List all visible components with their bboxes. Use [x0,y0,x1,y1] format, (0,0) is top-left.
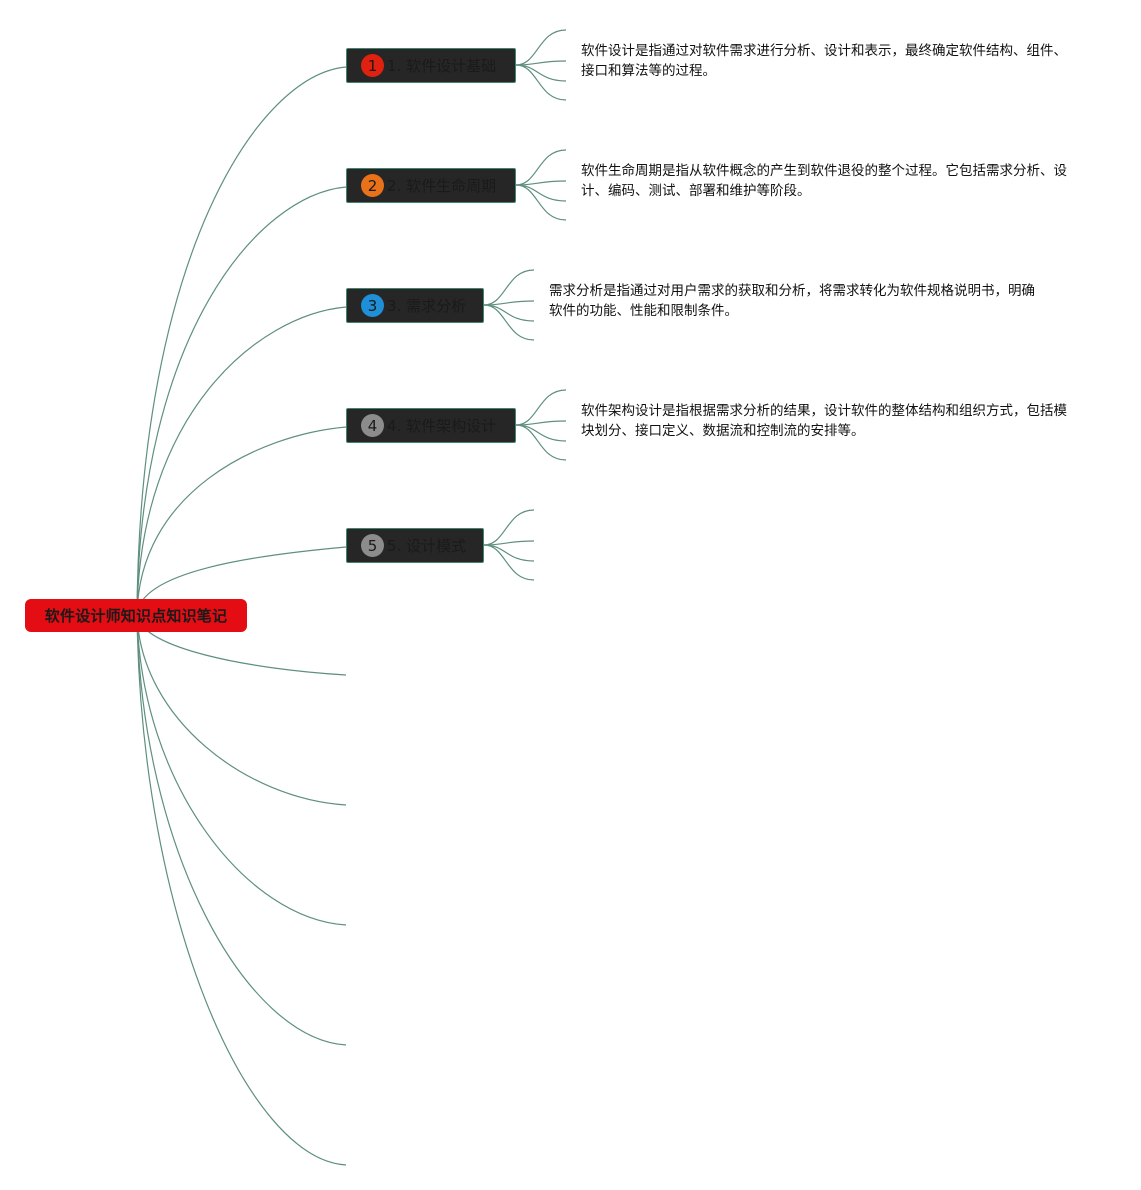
sub-branch-connector [483,304,535,322]
sub-branch-connector [515,149,567,186]
sub-branch-connector [515,29,567,66]
sub-branch-connector [515,184,567,221]
branch-connector [136,614,347,1166]
sub-branch-connector [515,64,567,82]
topic-label: 4. 软件架构设计 [387,417,497,435]
branch-connector [136,614,347,1046]
note-software-design-basics: 软件设计是指通过对软件需求进行分析、设计和表示，最终确定软件结构、组件、接口和算… [581,43,1067,79]
priority-4-icon: 4 [361,414,384,437]
topic-label: 5. 设计模式 [387,537,467,555]
sub-branch-connector [483,509,535,546]
sub-branch-connector [515,424,567,461]
topic-software-design-basics[interactable]: 1 1. 软件设计基础 [346,48,516,83]
branch-connector [136,306,347,616]
priority-5-icon: 5 [361,534,384,557]
branch-connector [136,614,347,806]
sub-branch-connector [515,389,567,426]
sub-branch-connector [515,424,567,442]
topic-software-lifecycle[interactable]: 2 2. 软件生命周期 [346,168,516,203]
note-requirements-analysis: 需求分析是指通过对用户需求的获取和分析，将需求转化为软件规格说明书，明确软件的功… [549,283,1035,319]
branch-connector [136,614,347,926]
note-software-lifecycle: 软件生命周期是指从软件概念的产生到软件退役的整个过程。它包括需求分析、设计、编码… [581,163,1067,199]
branch-connector [136,426,347,616]
sub-branch-connector [515,184,567,202]
sub-branch-connector [483,269,535,306]
branch-connector [136,66,347,616]
topic-design-patterns[interactable]: 5 5. 设计模式 [346,528,484,563]
branch-connector [136,186,347,616]
priority-3-icon: 3 [361,294,384,317]
sub-branch-connector [515,64,567,101]
priority-2-icon: 2 [361,174,384,197]
topic-label: 2. 软件生命周期 [387,177,497,195]
root-topic[interactable]: 软件设计师知识点知识笔记 [25,599,247,632]
note-software-architecture: 软件架构设计是指根据需求分析的结果，设计软件的整体结构和组织方式，包括模块划分、… [581,403,1067,439]
root-topic-label: 软件设计师知识点知识笔记 [44,607,228,625]
topic-label: 3. 需求分析 [387,297,467,315]
sub-branch-connector [483,544,535,562]
sub-branch-connector [483,544,535,581]
topic-software-architecture[interactable]: 4 4. 软件架构设计 [346,408,516,443]
topic-requirements-analysis[interactable]: 3 3. 需求分析 [346,288,484,323]
topic-label: 1. 软件设计基础 [387,57,497,75]
priority-1-icon: 1 [361,54,384,77]
sub-branch-connector [483,304,535,341]
